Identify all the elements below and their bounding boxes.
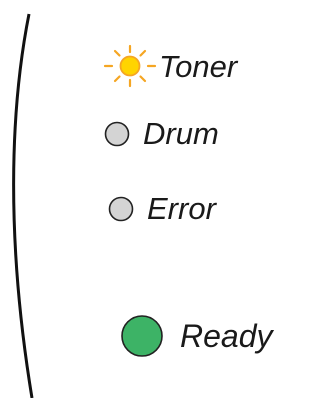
indicator-drum: Drum: [104, 118, 219, 149]
toner-label: Toner: [159, 48, 238, 84]
toner-led-blinking-icon: [103, 44, 157, 88]
drum-led-off-icon: [104, 121, 130, 146]
indicator-ready: Ready: [120, 314, 273, 358]
ready-label: Ready: [180, 318, 273, 354]
indicator-toner: Toner: [102, 44, 237, 88]
ready-led-on-icon: [121, 315, 163, 357]
error-led-off-icon: [108, 196, 134, 221]
error-label: Error: [147, 191, 216, 226]
indicator-error: Error: [108, 193, 216, 224]
drum-label: Drum: [143, 116, 219, 151]
